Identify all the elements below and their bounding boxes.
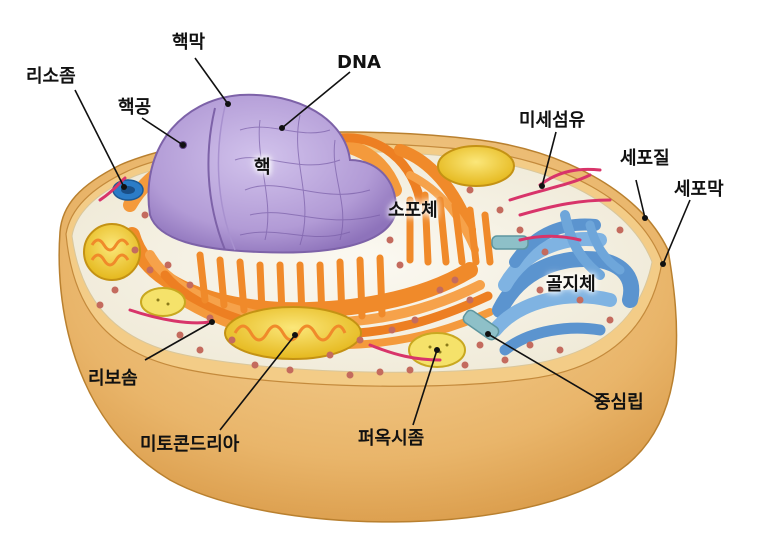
label-nuclear-pore: 핵공	[118, 97, 152, 118]
label-cytoplasm: 세포질	[620, 148, 670, 169]
label-nuclear-membrane: 핵막	[172, 32, 206, 53]
label-lysosome: 리소좀	[26, 66, 76, 87]
leader-lines	[74, 57, 691, 431]
label-peroxisome: 퍼옥시좀	[358, 428, 425, 449]
label-er: 소포체	[388, 200, 438, 221]
nucleus	[147, 93, 397, 254]
label-golgi: 골지체	[546, 274, 596, 295]
label-dna: DNA	[337, 52, 381, 73]
label-microfilament: 미세섬유	[519, 110, 586, 131]
label-mitochondria: 미토콘드리아	[140, 434, 240, 455]
golgi-apparatus	[488, 210, 640, 356]
label-nucleus: 핵	[254, 157, 271, 178]
label-ribosome: 리보솜	[88, 368, 138, 389]
label-cell-membrane: 세포막	[674, 179, 724, 200]
leader-dots	[121, 101, 666, 353]
lysosome	[112, 179, 144, 201]
label-centrosome: 중심립	[594, 392, 644, 413]
mitochondria	[83, 145, 515, 360]
ribosomes	[96, 186, 624, 379]
